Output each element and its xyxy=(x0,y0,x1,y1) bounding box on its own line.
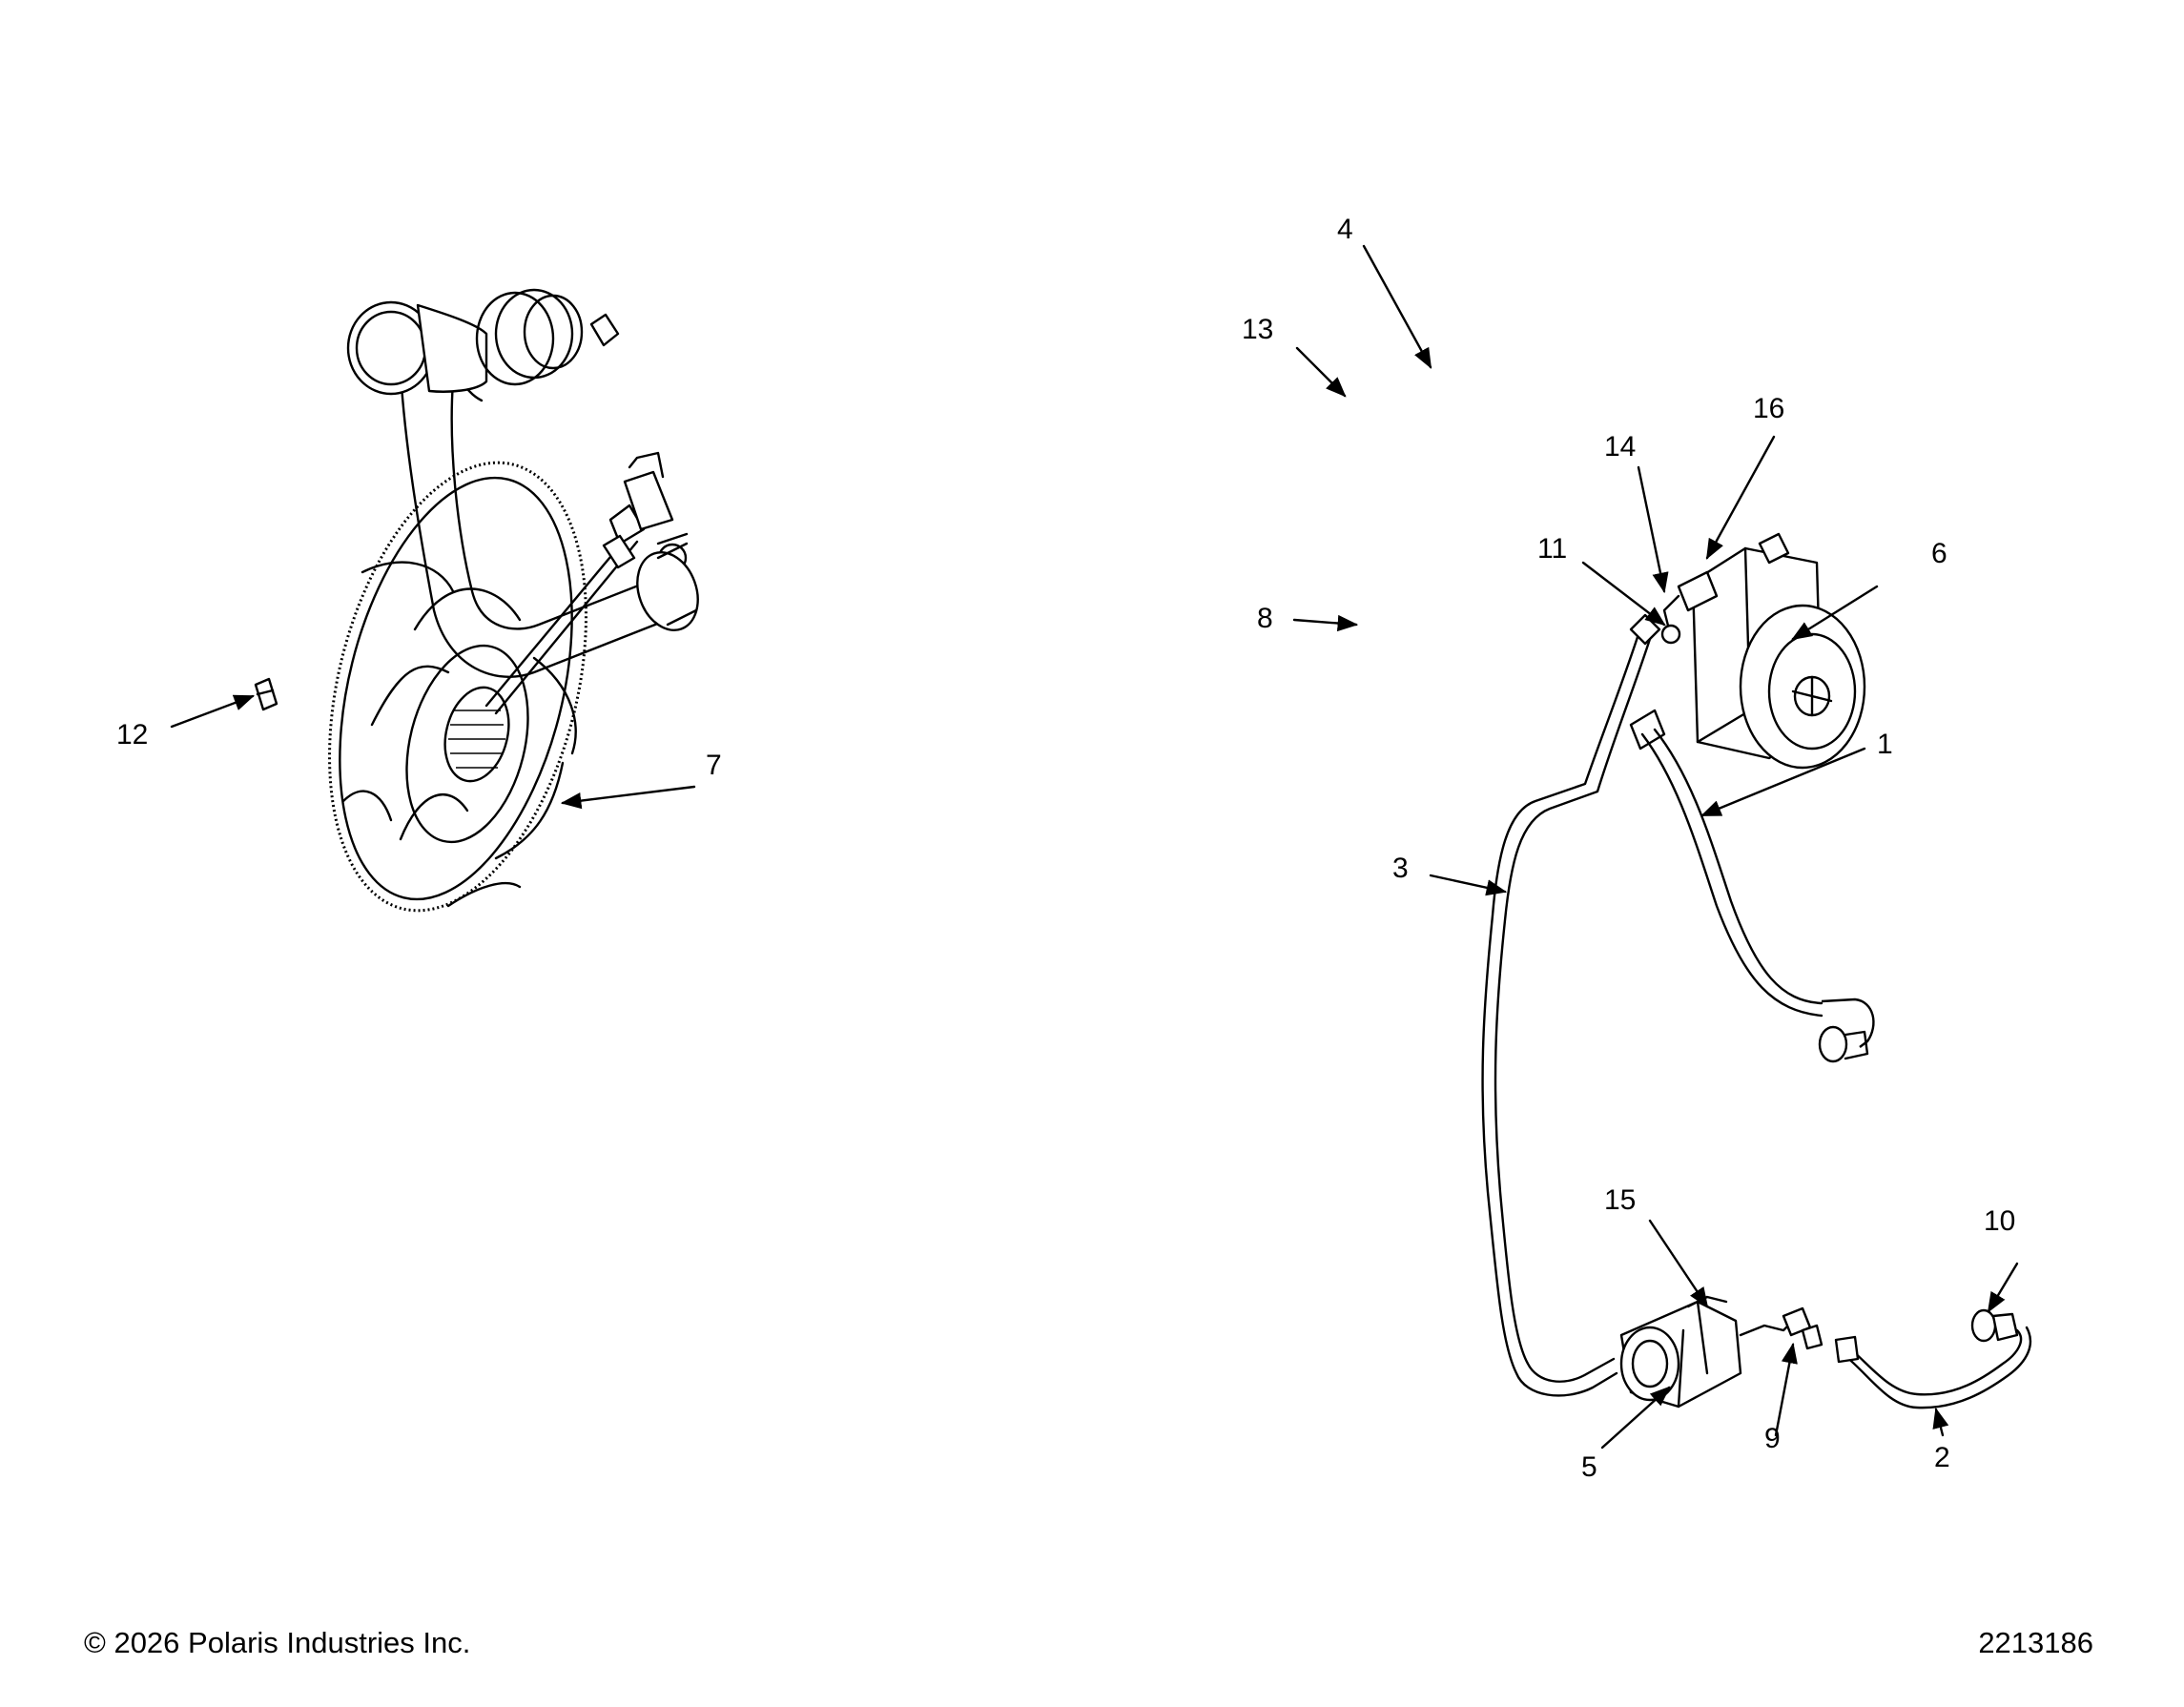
callout-9: 9 xyxy=(1764,1423,1781,1454)
callout-16: 16 xyxy=(1753,393,1784,424)
callout-1: 1 xyxy=(1877,729,1893,760)
callout-12: 12 xyxy=(116,719,148,751)
callout-5: 5 xyxy=(1581,1451,1597,1483)
callout-2: 2 xyxy=(1934,1442,1950,1473)
callout-10: 10 xyxy=(1984,1205,2015,1237)
hose-part-2 xyxy=(1834,1308,2032,1409)
hose-part-1 xyxy=(1640,728,1875,1063)
copyright-text: © 2026 Polaris Industries Inc. xyxy=(84,1626,471,1659)
clip-part-12 xyxy=(254,677,278,711)
callout-13: 13 xyxy=(1242,314,1273,345)
duct-assembly xyxy=(346,288,699,678)
heater-blower-assembly xyxy=(1629,532,1866,770)
callout-15: 15 xyxy=(1604,1184,1636,1216)
callout-6: 6 xyxy=(1931,538,1947,569)
callout-labels: 1 2 3 4 5 6 7 8 9 10 11 12 13 14 15 16 xyxy=(116,214,2015,1483)
valve-assembly xyxy=(1619,1295,1823,1409)
callout-14: 14 xyxy=(1604,431,1636,463)
callout-11: 11 xyxy=(1537,533,1567,565)
callout-8: 8 xyxy=(1257,603,1273,634)
diagram-number: 2213186 xyxy=(1978,1626,2093,1659)
fan-assembly xyxy=(328,451,689,913)
callout-7: 7 xyxy=(706,750,722,781)
callout-4: 4 xyxy=(1337,214,1353,245)
callout-3: 3 xyxy=(1392,853,1409,884)
leader-lines xyxy=(170,244,2019,1450)
